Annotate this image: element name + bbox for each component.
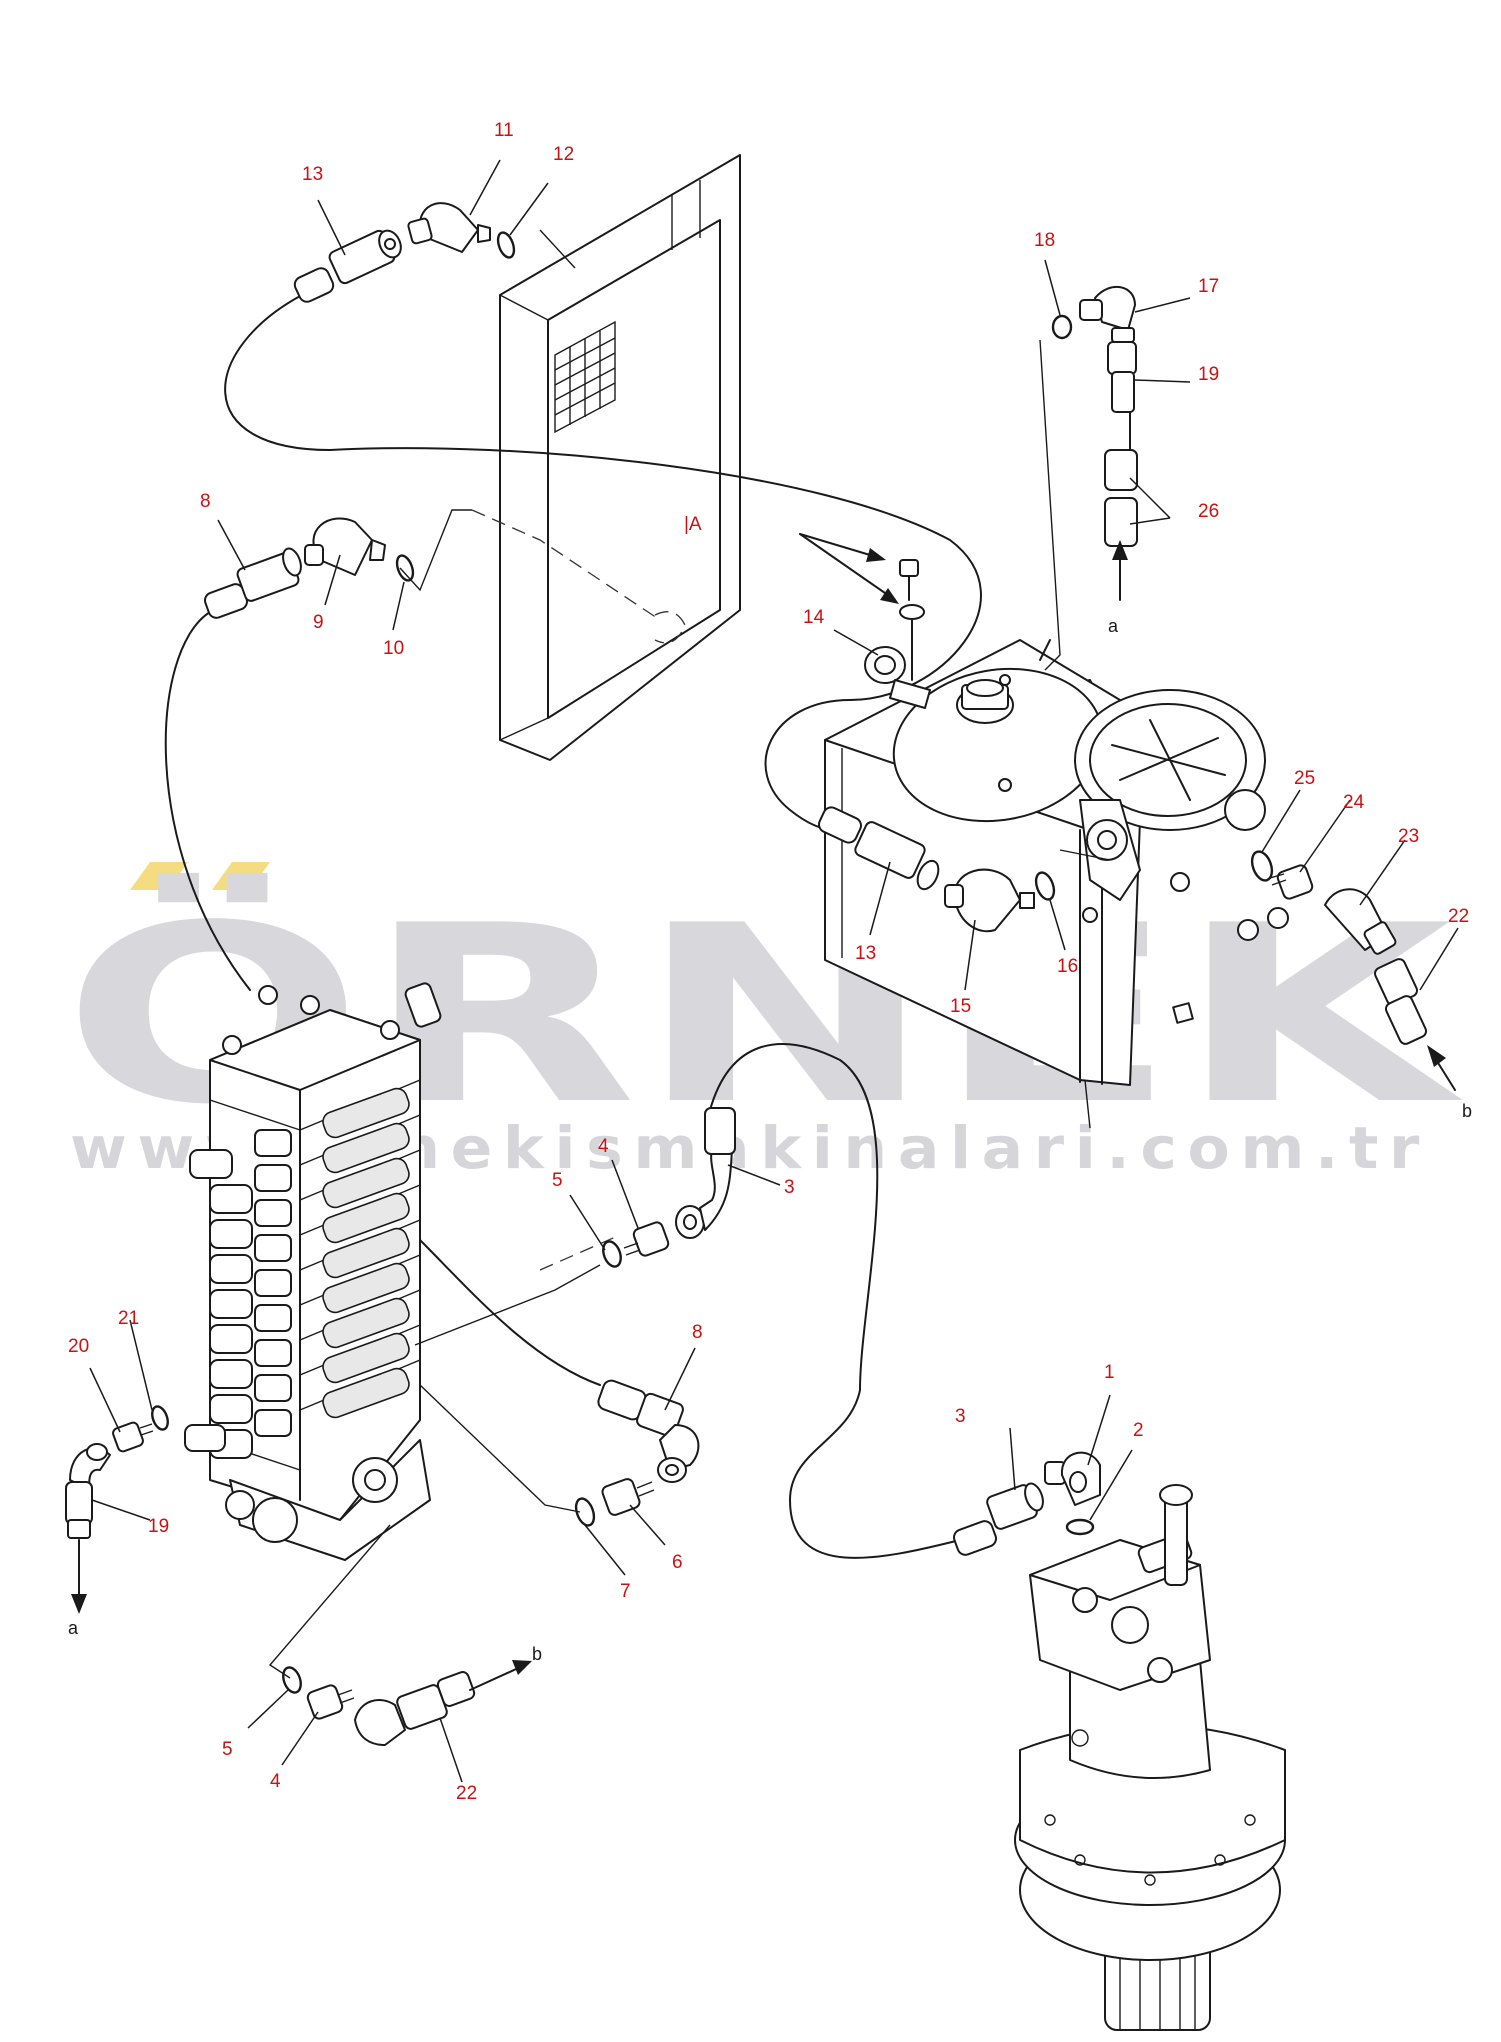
o-ring-7 xyxy=(574,1497,596,1527)
o-ring-16 xyxy=(1034,871,1056,901)
elbow-fitting-11 xyxy=(407,202,491,253)
hoses xyxy=(164,294,1131,1559)
elbow-fitting-3-middle xyxy=(675,1107,736,1239)
part-label-18: 18 xyxy=(1034,230,1055,251)
part-label-13-top: 13 xyxy=(302,164,323,185)
hose-end-3-motor xyxy=(953,1482,1044,1556)
part-label-8-lower: 8 xyxy=(692,1322,703,1343)
part-label-22-bottom: 22 xyxy=(456,1783,477,1804)
part-label-23: 23 xyxy=(1398,826,1419,847)
clamp-14 xyxy=(864,646,931,709)
flow-label-a-bottom: a xyxy=(68,1618,79,1638)
elbow-fitting-9 xyxy=(304,517,386,576)
panel-grille xyxy=(554,320,616,434)
swing-motor xyxy=(1014,1484,1286,2031)
elbow-fitting-19-bottom xyxy=(65,1443,111,1539)
part-label-3-motor: 3 xyxy=(955,1406,966,1427)
view-marker-a: |A xyxy=(684,514,702,535)
part-labels: 13 11 12 8 9 10 18 17 19 26 14 13 15 16 … xyxy=(68,120,1469,1804)
adapter-4-bottom xyxy=(306,1684,355,1720)
watermark-accent-left xyxy=(130,862,188,890)
adapter-6 xyxy=(601,1478,655,1516)
adapter-24 xyxy=(1269,864,1314,900)
part-label-21: 21 xyxy=(118,1308,139,1329)
elbow-fitting-1 xyxy=(1044,1451,1101,1506)
flow-arrow-b-right xyxy=(1427,1045,1456,1091)
o-ring-2 xyxy=(1065,1518,1095,1536)
o-ring-5-middle xyxy=(602,1240,622,1268)
fittings xyxy=(65,202,1428,1746)
part-label-19-top: 19 xyxy=(1198,364,1219,385)
part-label-8-left: 8 xyxy=(200,491,211,512)
part-label-20: 20 xyxy=(68,1336,89,1357)
hose-end-13-top xyxy=(293,229,402,303)
o-ring-21 xyxy=(151,1405,169,1431)
flow-arrow-a-bottom xyxy=(71,1539,87,1614)
part-label-2: 2 xyxy=(1133,1420,1144,1441)
elbow-fitting-23 xyxy=(1324,888,1397,955)
part-label-4-bottom: 4 xyxy=(270,1771,281,1792)
hose-end-13-tank xyxy=(818,806,940,891)
elbow-fitting-15 xyxy=(944,868,1035,933)
part-label-14: 14 xyxy=(803,607,825,628)
adapter-4-middle xyxy=(623,1221,670,1257)
part-label-4-middle: 4 xyxy=(598,1136,609,1157)
watermark-accent-right xyxy=(212,862,270,890)
pointer-arrows-bolt xyxy=(799,533,899,604)
connection-lines xyxy=(268,229,1111,1679)
flow-arrows xyxy=(71,533,1456,1691)
part-label-5-middle: 5 xyxy=(552,1170,563,1191)
leader-lines xyxy=(89,159,1459,1783)
part-label-10: 10 xyxy=(383,638,404,659)
part-label-13-tank: 13 xyxy=(855,943,876,964)
part-label-17: 17 xyxy=(1198,276,1219,297)
flow-label-b-right: b xyxy=(1462,1101,1472,1121)
part-label-6: 6 xyxy=(672,1552,683,1573)
cab-panel: |A xyxy=(471,154,741,761)
part-label-11: 11 xyxy=(494,120,514,141)
elbow-fitting-17 xyxy=(1079,285,1136,343)
part-label-9: 9 xyxy=(313,612,324,633)
bolt-and-washer xyxy=(899,559,925,681)
hose-sleeve-26 xyxy=(1104,449,1138,547)
part-label-1: 1 xyxy=(1104,1362,1115,1383)
o-ring-25 xyxy=(1250,850,1274,882)
flow-arrow-a-top xyxy=(1112,540,1128,601)
flow-label-a-top: a xyxy=(1108,616,1119,636)
part-label-25: 25 xyxy=(1294,768,1315,789)
valve-spools xyxy=(322,1087,410,1419)
flow-labels: a b a b xyxy=(68,616,1472,1664)
hose-end-22-bottom xyxy=(354,1671,476,1746)
part-label-5-bottom: 5 xyxy=(222,1739,233,1760)
o-ring-5-bottom xyxy=(282,1666,302,1694)
part-label-22-right: 22 xyxy=(1448,906,1469,927)
hose-end-8-lower xyxy=(597,1379,700,1483)
control-valve xyxy=(184,982,442,1561)
part-label-19-bottom: 19 xyxy=(148,1516,169,1537)
part-label-7: 7 xyxy=(620,1581,631,1602)
flow-label-b-bottom: b xyxy=(532,1644,542,1664)
part-label-16: 16 xyxy=(1057,956,1078,977)
part-label-3-middle: 3 xyxy=(784,1177,795,1198)
part-label-26: 26 xyxy=(1198,501,1219,522)
hose-end-22-right xyxy=(1374,958,1428,1045)
valve-ports xyxy=(184,1129,292,1459)
hose-end-19-top xyxy=(1107,341,1137,413)
flow-arrow-b-bottom xyxy=(469,1660,532,1691)
o-ring-12 xyxy=(496,231,516,259)
adapter-20 xyxy=(112,1421,154,1453)
o-ring-10 xyxy=(395,554,415,582)
o-ring-18 xyxy=(1051,314,1073,340)
part-label-12: 12 xyxy=(553,144,574,165)
hose-end-8-left xyxy=(204,547,302,619)
part-label-24: 24 xyxy=(1343,792,1365,813)
part-label-15: 15 xyxy=(950,996,971,1017)
